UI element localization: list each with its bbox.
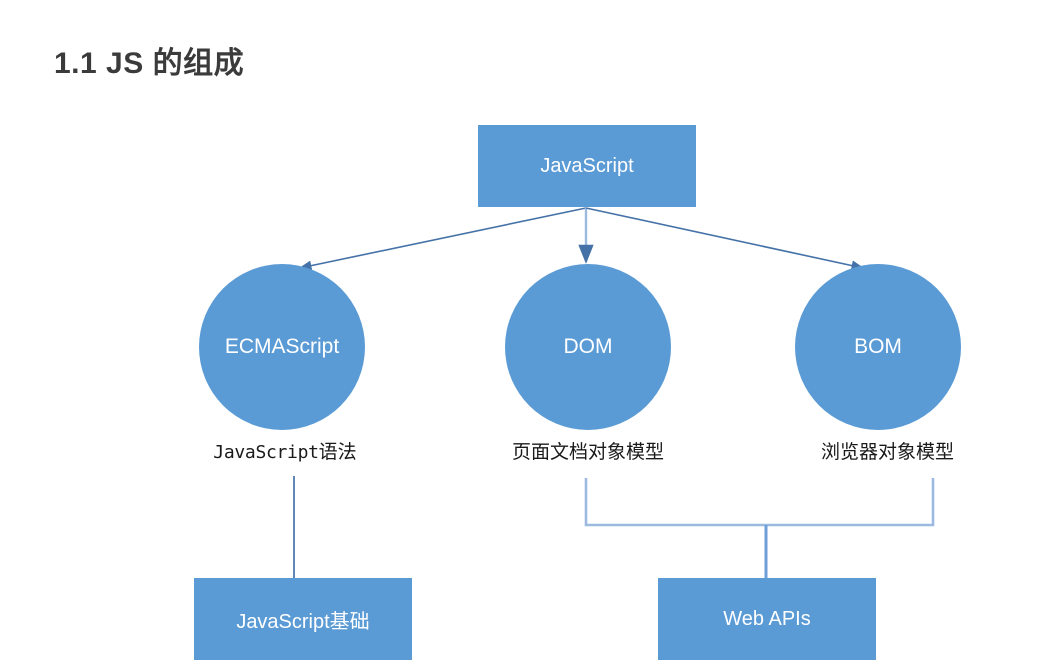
caption-ecmascript: JavaScript语法 — [190, 437, 380, 464]
node-bom[interactable]: BOM — [795, 264, 961, 430]
node-javascript[interactable]: JavaScript — [478, 125, 696, 207]
node-javascript-basics[interactable]: JavaScript基础 — [194, 578, 412, 660]
caption-bom: 浏览器对象模型 — [820, 442, 954, 463]
node-web-apis[interactable]: Web APIs — [658, 578, 876, 660]
edge-javascript-to-ecmascript — [298, 207, 587, 271]
node-dom[interactable]: DOM — [505, 264, 671, 430]
page-title: 1.1 JS 的组成 — [54, 47, 245, 81]
caption-ecmascript-mono: JavaScript — [213, 442, 319, 463]
caption-ecmascript-cjk: 语法 — [318, 442, 357, 463]
edge-bracket-dom-bom-to-web-apis — [584, 478, 935, 527]
caption-dom: 页面文档对象模型 — [511, 442, 664, 463]
node-ecmascript[interactable]: ECMAScript — [199, 264, 365, 430]
edge-javascript-to-bom — [585, 207, 865, 271]
